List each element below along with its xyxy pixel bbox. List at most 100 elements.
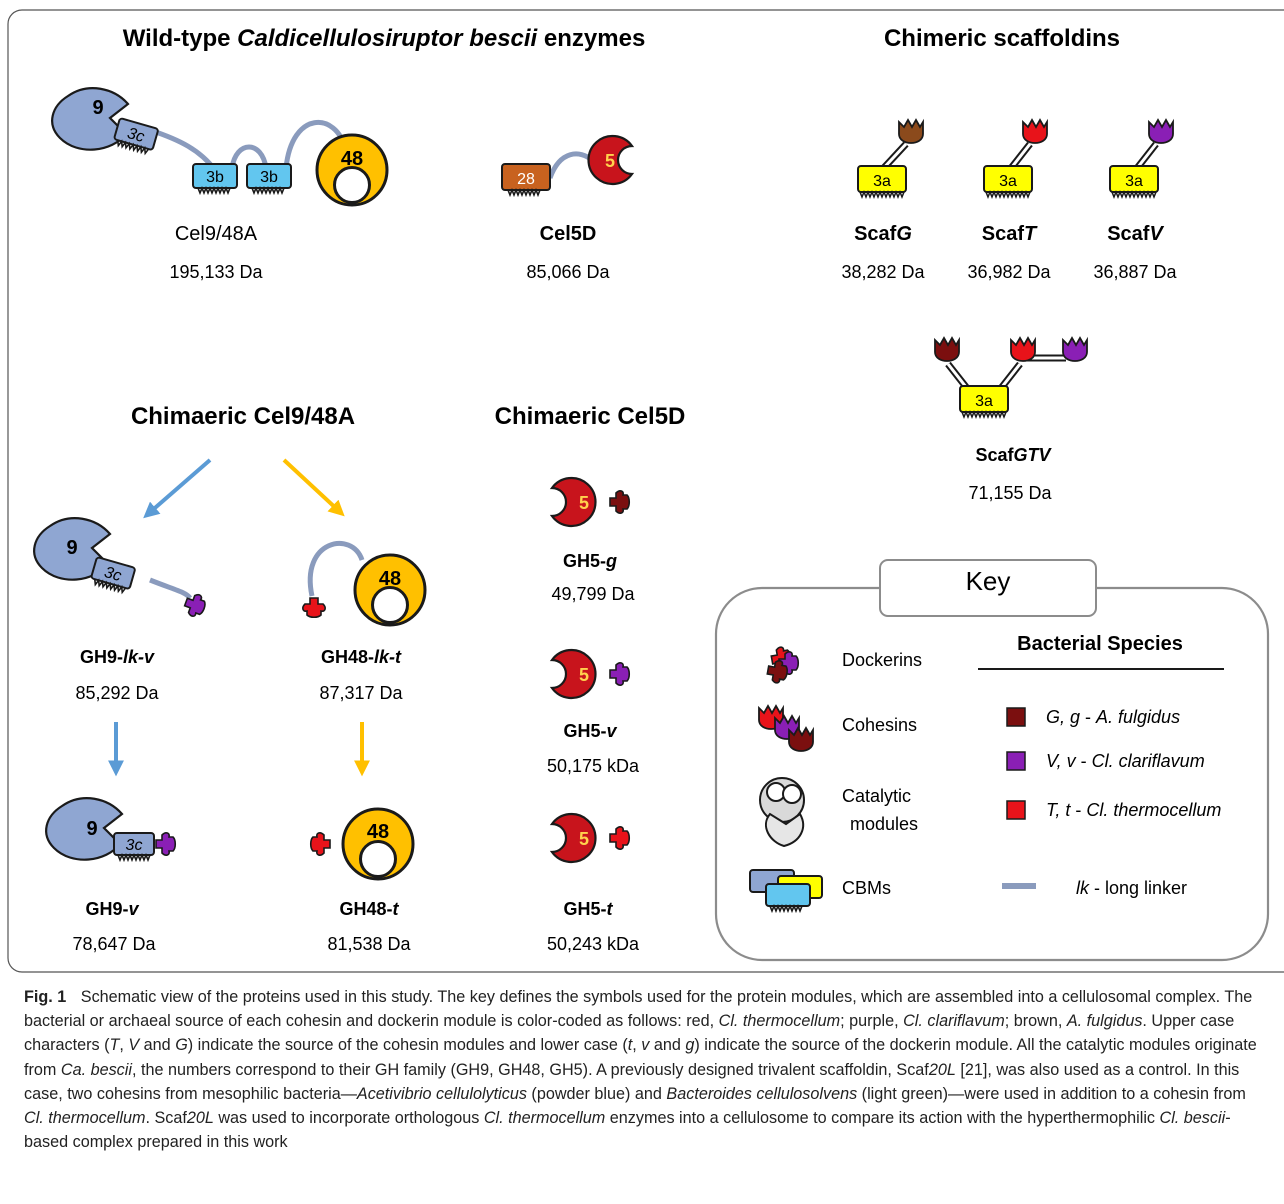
key-modules-label: modules — [850, 814, 918, 834]
caption-segment: V — [128, 1036, 140, 1055]
figure-canvas: Wild-type Caldicellulosiruptor bescii en… — [7, 9, 1284, 973]
scafGTV-mass: 71,155 Da — [968, 483, 1052, 503]
caption-segment: enzymes into a cellulosome to compare it… — [605, 1109, 1160, 1128]
gh48-t-diagram: 48 — [309, 807, 415, 881]
gh5-t-diagram: 5 — [550, 812, 631, 864]
cbms-key-icon — [749, 869, 823, 912]
species-swatch-g — [1006, 707, 1026, 727]
caption-segment: ; purple, — [840, 1012, 904, 1031]
key-catalytic-label: Catalytic — [842, 786, 911, 806]
gh9-lk-v-mass: 85,292 Da — [75, 683, 159, 703]
caption-segment: Bacteroides cellulosolvens — [666, 1084, 858, 1103]
caption-segment: ; brown, — [1004, 1012, 1067, 1031]
figure-caption: Fig. 1 Schematic view of the proteins us… — [24, 985, 1260, 1154]
heading-wild-type: Wild-type Caldicellulosiruptor bescii en… — [123, 25, 646, 52]
scafT-mass: 36,982 Da — [967, 262, 1051, 282]
species-g-label: G, g - A. fulgidus — [1046, 707, 1180, 727]
gh5-g-mass: 49,799 Da — [551, 584, 635, 604]
cel9-48a-diagram: 9 3c 3b 3b 48 — [51, 87, 389, 207]
cel5d-name: Cel5D — [540, 223, 597, 245]
gh5-label-wt: 5 — [605, 151, 615, 171]
caption-segment: Cl. thermocellum — [483, 1109, 606, 1128]
caption-segment: v — [641, 1036, 650, 1055]
cbm3b-label-1: 3b — [206, 169, 224, 186]
figure-border — [7, 9, 1284, 973]
gh9-lk-v-diagram: 9 3c — [33, 517, 209, 620]
gh48-label: 48 — [341, 148, 363, 170]
key-dockerins-label: Dockerins — [842, 650, 922, 670]
caption-segment: and — [649, 1036, 686, 1055]
key-title: Key — [966, 566, 1011, 596]
caption-segment: T — [109, 1036, 120, 1055]
caption-segment: A. fulgidus — [1066, 1012, 1143, 1031]
caption-segment: . Upper case characters ( — [24, 1012, 1235, 1055]
linker-key-label: lk - long linker — [1076, 878, 1187, 898]
gh48-lk-t-mass: 87,317 Da — [319, 683, 403, 703]
gh5-t-mass: 50,243 kDa — [547, 934, 640, 954]
scafV-name: ScafV — [1107, 223, 1164, 245]
cbm28-module: 28 — [501, 163, 551, 196]
species-swatch-t — [1006, 800, 1026, 820]
scafV-cohesin-label: 3a — [1125, 173, 1143, 190]
caption-segment: and — [139, 1036, 176, 1055]
arrow-to-gh9-lk-v — [143, 458, 212, 519]
scafV-diagram: 3a — [1109, 119, 1174, 198]
caption-segment: t — [627, 1036, 633, 1055]
gh5-g-label: 5 — [579, 493, 589, 513]
cbm3c-label: 3c — [125, 125, 146, 146]
cbm3c-module: 3c — [113, 117, 159, 155]
cbm3b-module-1: 3b — [192, 163, 238, 194]
gh9-lk-v-gh9-label: 9 — [66, 537, 77, 559]
scafGTV-cohesin-label: 3a — [975, 393, 993, 410]
scafG-name: ScafG — [854, 223, 912, 245]
key-cohesins-label: Cohesins — [842, 715, 917, 735]
caption-label: Fig. 1 — [24, 988, 67, 1006]
caption-segment: Cl. thermocellum — [718, 1012, 841, 1031]
caption-segment: Cl. thermocellum — [24, 1109, 146, 1128]
heading-chimaeric-cel5d: Chimaeric Cel5D — [495, 403, 686, 430]
arrow-to-gh48-lk-t — [282, 458, 345, 517]
gh5-t-label: 5 — [579, 829, 589, 849]
cbm28-label: 28 — [517, 171, 535, 188]
gh5-g-diagram: 5 — [550, 476, 631, 528]
caption-segment: Cl. clariflavum — [903, 1012, 1005, 1031]
cel5d-mass: 85,066 Da — [526, 262, 610, 282]
caption-segment: (powder blue) and — [526, 1084, 667, 1103]
key-title-box — [879, 559, 1097, 617]
caption-segment: [21], was also used as a control. In thi… — [24, 1060, 1240, 1103]
scafG-cohesin-label: 3a — [873, 173, 891, 190]
caption-segment: , — [632, 1036, 642, 1055]
gh5-t-name: GH5-t — [563, 899, 613, 919]
caption-segment: was used to incorporate orthologous — [213, 1109, 484, 1128]
scafGTV-name: ScafGTV — [975, 445, 1052, 465]
scafT-cohesin-label: 3a — [999, 173, 1017, 190]
heading-chimeric-scaffoldins: Chimeric scaffoldins — [884, 25, 1120, 52]
gh5-v-mass: 50,175 kDa — [547, 756, 640, 776]
caption-segment: Cl. bescii — [1159, 1109, 1226, 1128]
scafG-mass: 38,282 Da — [841, 262, 925, 282]
gh9-v-mass: 78,647 Da — [72, 934, 156, 954]
gh9-v-gh9-label: 9 — [86, 818, 97, 840]
gh48-t-label: 48 — [367, 821, 389, 843]
gh9-label: 9 — [92, 97, 103, 119]
heading-chimaeric-cel9-48a: Chimaeric Cel9/48A — [131, 403, 355, 430]
gh48-lk-t-diagram: 48 — [302, 541, 427, 627]
caption-segment: (light green)—were used in addition to a… — [857, 1084, 1246, 1103]
key-species-header: Bacterial Species — [1017, 633, 1183, 655]
caption-segment: -based complex prepared in this work — [24, 1109, 1231, 1152]
gh9-v-cbm-label: 3c — [126, 837, 143, 854]
caption-segment: , — [119, 1036, 129, 1055]
scafG-diagram: 3a — [857, 119, 924, 198]
species-swatch-v — [1006, 751, 1026, 771]
gh5-g-name: GH5-g — [563, 551, 617, 571]
gh48-t-mass: 81,538 Da — [327, 934, 411, 954]
gh9-v-name: GH9-v — [85, 899, 139, 919]
caption-segment: Schematic view of the proteins used in t… — [24, 988, 1253, 1031]
key-panel: Key Bacterial Species Dockerins Cohesins… — [714, 559, 1270, 962]
gh9-lk-v-name: GH9-lk-v — [80, 647, 155, 667]
cbm3b-label-2: 3b — [260, 169, 278, 186]
caption-segment: ) indicate the source of the dockerin mo… — [24, 1036, 1257, 1079]
scafV-mass: 36,887 Da — [1093, 262, 1177, 282]
caption-body: Schematic view of the proteins used in t… — [24, 988, 1257, 1151]
gh9-lk-v-cbm-label: 3c — [102, 564, 123, 585]
